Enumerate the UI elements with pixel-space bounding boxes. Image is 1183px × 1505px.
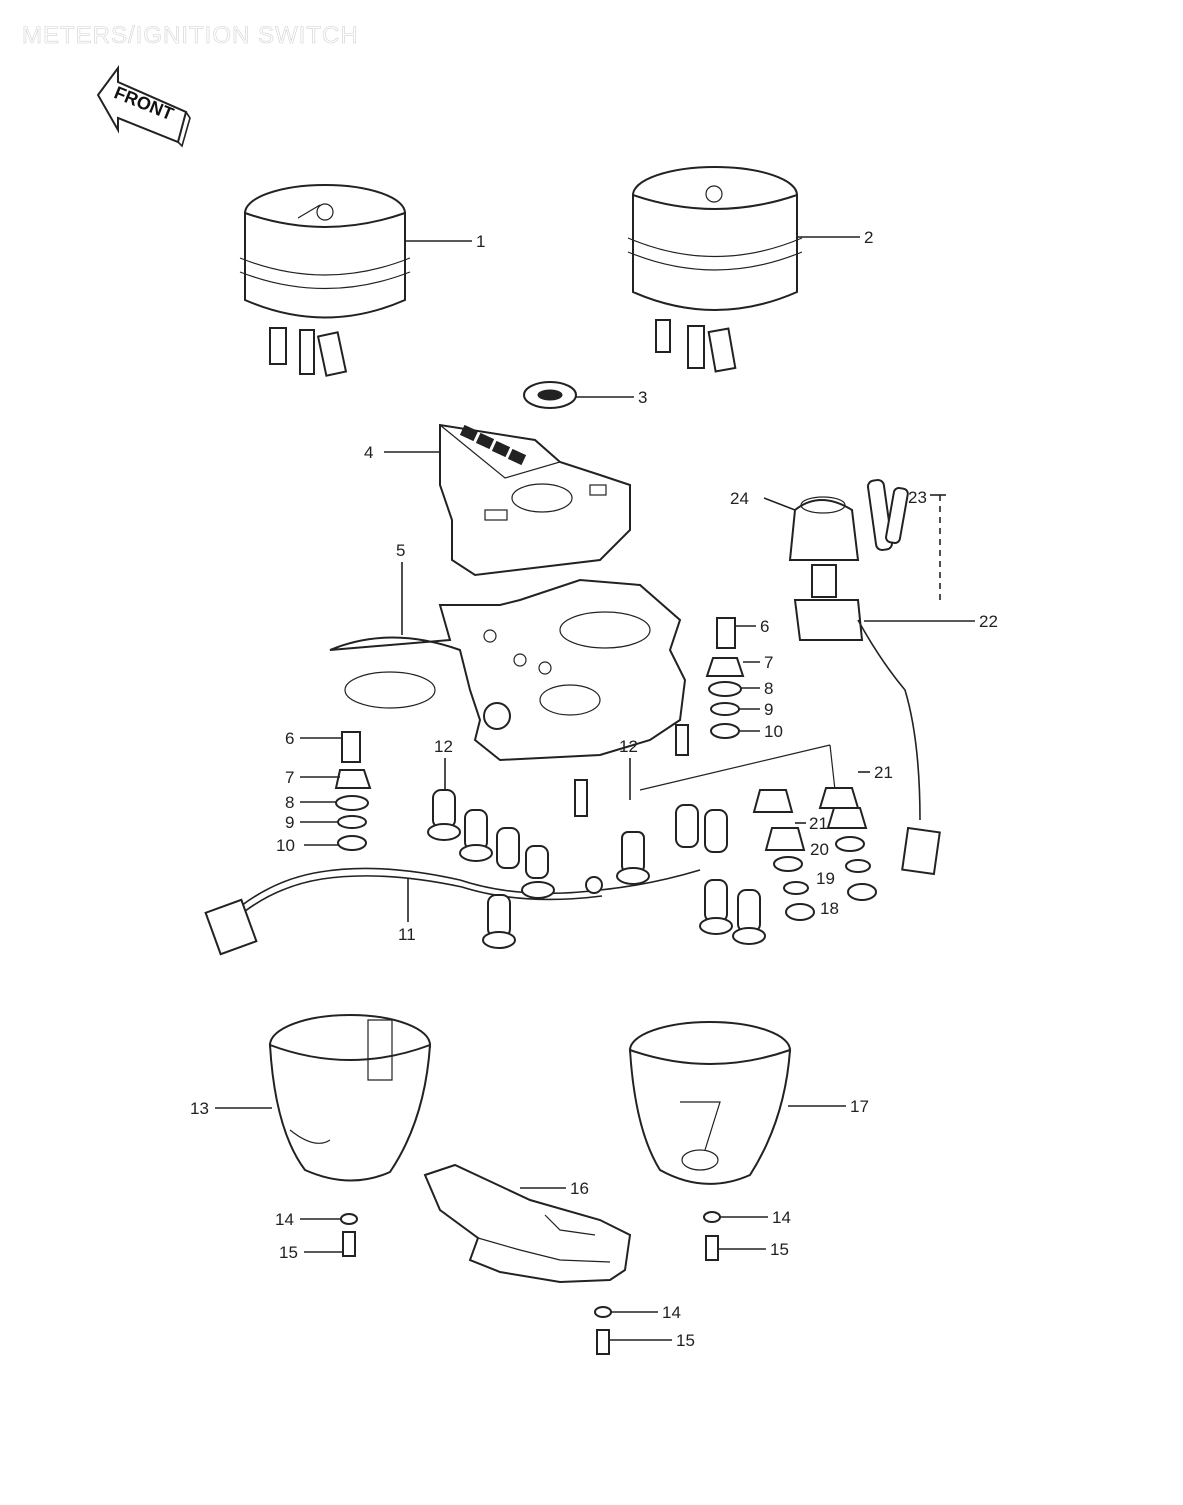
callout-15-bottom: 15 bbox=[676, 1331, 695, 1350]
front-arrow-icon: FRONT bbox=[96, 64, 191, 148]
callout-8-right: 8 bbox=[764, 679, 773, 698]
callout-9-right: 9 bbox=[764, 700, 773, 719]
ignition-keys-icon bbox=[866, 479, 909, 551]
callout-19: 19 bbox=[816, 869, 835, 888]
callout-22: 22 bbox=[979, 612, 998, 631]
callout-9-left: 9 bbox=[285, 813, 294, 832]
callout-10-right: 10 bbox=[764, 722, 783, 741]
callout-7-right: 7 bbox=[764, 653, 773, 672]
callout-7-left: 7 bbox=[285, 768, 294, 787]
callout-2: 2 bbox=[864, 228, 873, 247]
callout-15-left: 15 bbox=[279, 1243, 298, 1262]
meter-bracket bbox=[329, 578, 689, 817]
tachometer bbox=[627, 166, 803, 373]
right-meter-cover bbox=[628, 1021, 792, 1185]
callout-11: 11 bbox=[398, 925, 416, 944]
callout-18: 18 bbox=[820, 899, 839, 918]
bulb-sockets bbox=[427, 789, 766, 949]
callout-16: 16 bbox=[570, 1179, 589, 1198]
callout-20: 20 bbox=[810, 840, 829, 859]
callout-13: 13 bbox=[190, 1099, 209, 1118]
callout-12-right: 12 bbox=[619, 737, 638, 756]
left-hardware-stack bbox=[334, 731, 372, 851]
callout-3: 3 bbox=[638, 388, 647, 407]
left-meter-cover bbox=[268, 1014, 432, 1182]
right-hardware-stack bbox=[705, 617, 745, 739]
callout-8-left: 8 bbox=[285, 793, 294, 812]
ignition-switch bbox=[788, 496, 941, 876]
callout-21-bottom: 21 bbox=[809, 814, 828, 833]
callout-15-right: 15 bbox=[770, 1240, 789, 1259]
grommet bbox=[523, 381, 577, 409]
cover-bracket bbox=[423, 1163, 632, 1284]
callout-21-top: 21 bbox=[874, 763, 893, 782]
callout-14-bottom: 14 bbox=[662, 1303, 681, 1322]
callout-12-left: 12 bbox=[434, 737, 453, 756]
callout-24: 24 bbox=[730, 489, 749, 508]
callout-5: 5 bbox=[396, 541, 405, 560]
callout-10-left: 10 bbox=[276, 836, 295, 855]
speedometer bbox=[239, 184, 411, 377]
callout-1: 1 bbox=[476, 232, 485, 251]
callout-17: 17 bbox=[850, 1097, 869, 1116]
dampers-and-nuts bbox=[752, 787, 877, 921]
callout-6-right: 6 bbox=[760, 617, 769, 636]
wiring-harness bbox=[204, 744, 836, 956]
callout-6-left: 6 bbox=[285, 729, 294, 748]
indicator-housing bbox=[439, 423, 631, 577]
callout-4: 4 bbox=[364, 443, 373, 462]
callout-labels: 1 2 3 4 5 6 7 8 9 10 6 7 8 9 10 12 12 11… bbox=[190, 228, 998, 1350]
screws-and-washers bbox=[340, 1211, 721, 1355]
callout-23: 23 bbox=[908, 488, 927, 507]
callout-14-right: 14 bbox=[772, 1208, 791, 1227]
diagram-title: METERS/IGNITION SWITCH bbox=[22, 22, 359, 50]
leader-lines bbox=[215, 236, 975, 1341]
callout-14-left: 14 bbox=[275, 1210, 294, 1229]
